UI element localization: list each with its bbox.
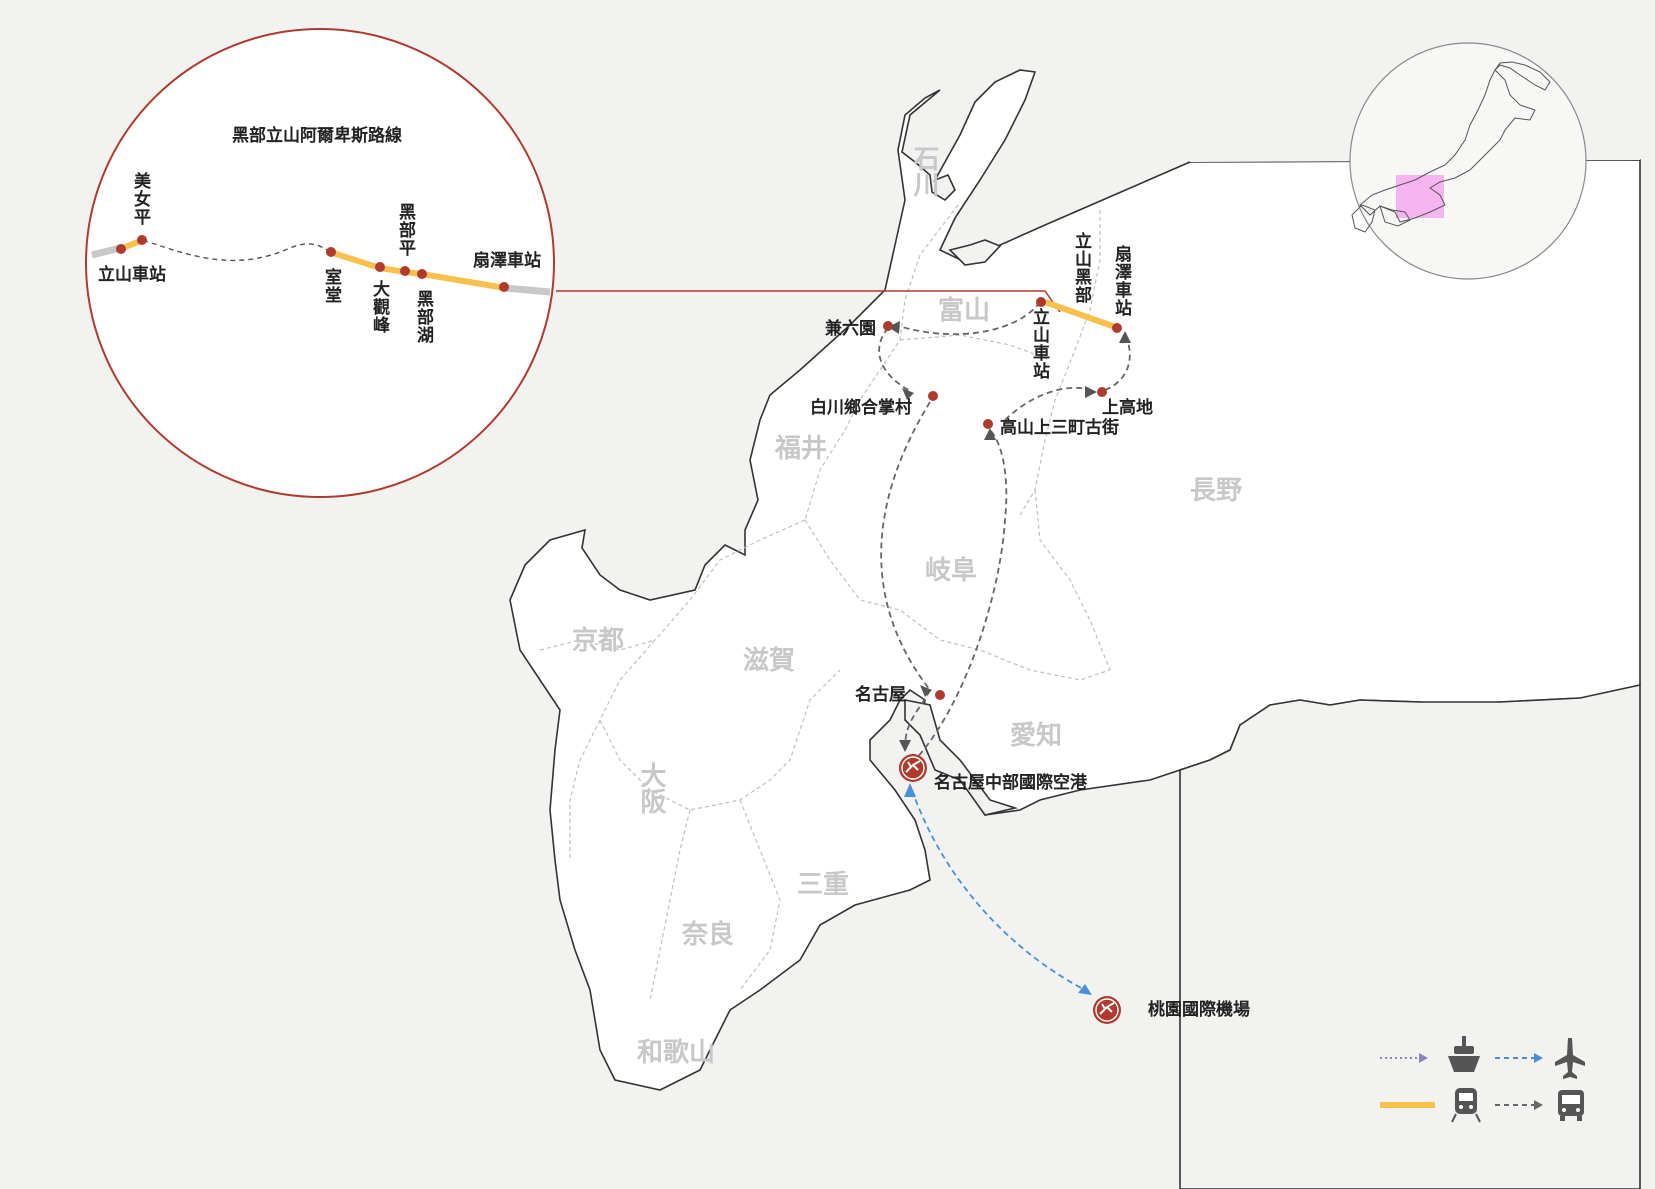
label-nagoya: 名古屋: [855, 685, 906, 705]
ise-bay: [904, 699, 1019, 816]
pref-mie: 三重: [797, 870, 850, 900]
zoom-circle: [85, 28, 555, 498]
station-daikanbo: 大觀峰: [369, 280, 389, 334]
chubu-airport-icon[interactable]: [899, 754, 927, 782]
station-bijodaira: 美女平: [130, 172, 150, 226]
label-takayama: 高山上三町古街: [1000, 418, 1119, 438]
label-shirakawa: 白川鄉合掌村: [810, 398, 912, 418]
label-ogizawa: 扇澤車站: [1111, 245, 1131, 317]
japan-inset: [1349, 42, 1587, 280]
station-murodo: 室堂: [321, 268, 341, 304]
pref-gifu: 岐阜: [925, 556, 978, 586]
plane-icon: [1555, 1038, 1585, 1079]
pref-nagano: 長野: [1190, 476, 1243, 506]
legend: [1380, 1053, 1543, 1110]
station-kurobeko: 黑部湖: [413, 290, 433, 344]
bus-icon: [1558, 1090, 1584, 1121]
pref-aichi: 愛知: [1010, 721, 1063, 751]
label-tateyama-station: 立山車站: [1029, 308, 1049, 380]
alpine-route-main: [1043, 299, 1120, 331]
sea-bottom-right: [1179, 684, 1641, 1189]
label-kenrokuen: 兼六園: [825, 319, 876, 339]
pref-shiga: 滋賀: [743, 646, 796, 676]
zoom-title: 黑部立山阿爾卑斯路線: [232, 126, 402, 146]
flight-route: [911, 789, 1086, 991]
prefecture-borders: [539, 204, 1111, 1001]
taoyuan-airport-icon[interactable]: [1093, 996, 1121, 1024]
zoom-dots: [116, 235, 509, 292]
pref-osaka: 大阪: [636, 762, 666, 814]
noto-bay: [948, 239, 1002, 266]
ship-icon: [1448, 1036, 1480, 1072]
pref-ishikawa: 石川: [909, 145, 939, 197]
label-taoyuan-airport: 桃園國際機場: [1148, 1000, 1250, 1020]
pref-kyoto: 京都: [572, 626, 625, 656]
place-dots: [883, 297, 1122, 700]
station-kurobedaira: 黑部平: [395, 203, 415, 257]
bus-arrowheads: [888, 321, 1131, 752]
label-kamikochi: 上高地: [1102, 398, 1153, 418]
station-ogizawa-zoom: 扇澤車站: [473, 251, 541, 271]
label-tateyama-kurobe: 立山黑部: [1071, 232, 1091, 304]
flight-arrowhead-start: [904, 783, 916, 797]
station-tateyama-zoom: 立山車站: [98, 265, 166, 285]
pref-nara: 奈良: [682, 920, 735, 950]
label-chubu-airport: 名古屋中部國際空港: [934, 773, 1087, 793]
land-outline: [509, 69, 1641, 1091]
flight-arrowhead-end: [1078, 984, 1092, 995]
pref-fukui: 福井: [775, 434, 828, 464]
pref-wakayama: 和歌山: [637, 1038, 716, 1068]
pref-toyama: 富山: [938, 296, 991, 326]
train-icon: [1451, 1088, 1481, 1123]
